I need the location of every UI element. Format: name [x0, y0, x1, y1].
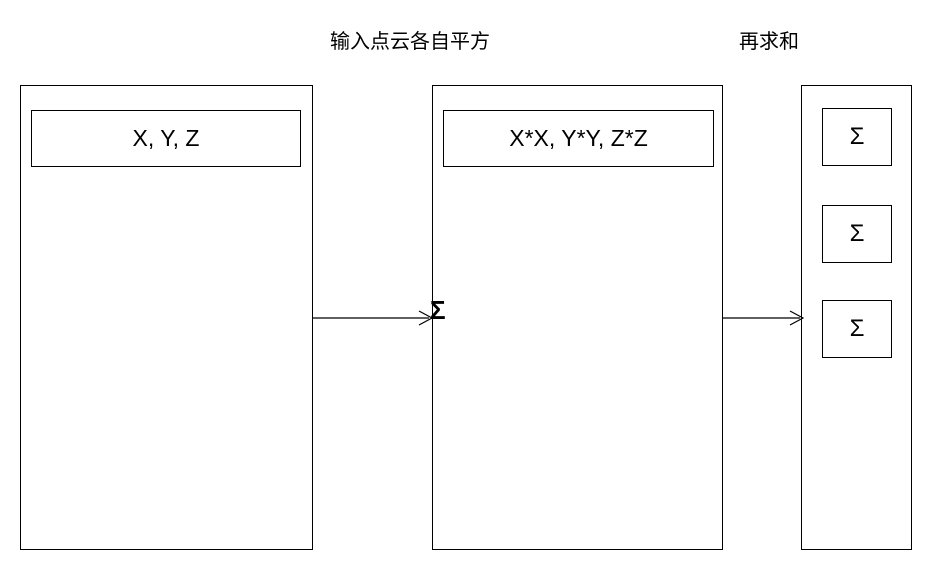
arrow-square-to-sum	[722, 306, 804, 330]
box-input-xyz: X, Y, Z	[31, 110, 301, 167]
sigma-join-symbol: Σ	[430, 295, 446, 325]
heading-square-step: 输入点云各自平方	[330, 31, 490, 53]
sigma-box-1: Σ	[822, 108, 892, 166]
sigma-box-2: Σ	[822, 205, 892, 263]
arrow-square-to-sum-icon	[722, 310, 804, 326]
heading-sum-step: 再求和	[739, 31, 799, 53]
box-squared-xyz: X*X, Y*Y, Z*Z	[443, 110, 714, 167]
arrow-input-to-square-icon	[313, 310, 433, 326]
arrow-input-to-square	[313, 306, 433, 330]
sigma-box-3: Σ	[822, 300, 892, 358]
